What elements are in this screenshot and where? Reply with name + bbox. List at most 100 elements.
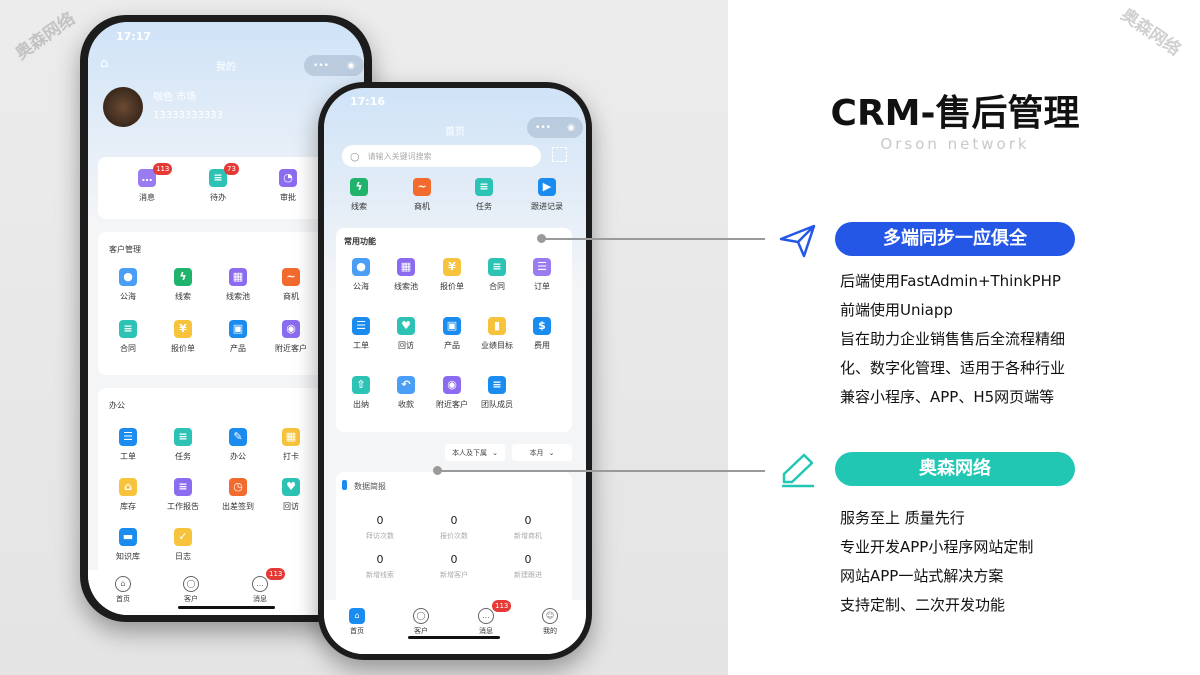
grid-item-0[interactable]: ●公海	[331, 258, 391, 292]
grid-item-5[interactable]: ≡工作报告	[153, 478, 213, 512]
grid-item-8[interactable]: ▬知识库	[98, 528, 158, 562]
grid-item-label: 商机	[414, 202, 430, 211]
scope-dropdown[interactable]: 本人及下属⌄	[445, 444, 505, 461]
grid-item-1[interactable]: ▦线索池	[376, 258, 436, 292]
search-input[interactable]: ○ 请输入关键词搜索	[342, 145, 541, 167]
grid-item-1[interactable]: ~商机	[392, 178, 452, 212]
grid-item-8[interactable]: ▮业绩目标	[467, 317, 527, 351]
grid-item-2[interactable]: ¥报价单	[422, 258, 482, 292]
close-mini-icon[interactable]: ◉	[567, 122, 575, 133]
tab-icon: …	[252, 576, 268, 592]
more-icon[interactable]: •••	[313, 60, 329, 71]
function-icon: ϟ	[350, 178, 368, 196]
grid-item-2[interactable]: ✎办公	[208, 428, 268, 462]
grid-item-label: 公海	[120, 292, 136, 301]
period-dropdown[interactable]: 本月⌄	[512, 444, 572, 461]
grid-item-3[interactable]: ▶ 跟进记录	[517, 178, 577, 212]
grid-item-3[interactable]: ▦打卡	[261, 428, 321, 462]
stat-label: 拜访次数	[366, 532, 394, 540]
grid-item-7[interactable]: ▣产品	[422, 317, 482, 351]
grid-item-6[interactable]: ▣产品	[208, 320, 268, 354]
grid-item-2[interactable]: ▦线索池	[208, 268, 268, 302]
tab-0[interactable]: ⌂首页	[103, 576, 143, 604]
tab-3[interactable]: ☺我的	[530, 608, 570, 636]
capsule-menu[interactable]: ••• ◉	[527, 117, 583, 138]
grid-item-13[interactable]: ≡团队成员	[467, 376, 527, 410]
tab-label: 我的	[543, 627, 557, 635]
grid-item-label: 公海	[353, 282, 369, 291]
watermark: 奥森网络	[1116, 4, 1185, 61]
grid-item-label: 报价单	[171, 344, 195, 353]
badge-count: 113	[492, 600, 512, 612]
grid-item-label: 出纳	[353, 400, 369, 409]
grid-item-5[interactable]: ¥报价单	[153, 320, 213, 354]
grid-item-9[interactable]: $费用	[512, 317, 572, 351]
grid-item-5[interactable]: ☰工单	[331, 317, 391, 351]
grid-item-3[interactable]: ≡合同	[467, 258, 527, 292]
function-icon: ~	[282, 268, 300, 286]
search-icon: ○	[350, 149, 360, 163]
stat-value: 0	[376, 514, 384, 527]
tab-0[interactable]: ⌂首页	[337, 608, 377, 636]
grid-item-2[interactable]: ◔审批	[258, 169, 318, 203]
home-icon[interactable]: ⌂	[100, 56, 109, 71]
grid-item-label: 业绩目标	[481, 341, 513, 350]
stat-item[interactable]: 0 拜访次数	[345, 514, 415, 541]
capsule-menu[interactable]: ••• ◉	[304, 55, 364, 76]
grid-item-label: 打卡	[283, 452, 299, 461]
function-icon: ↶	[397, 376, 415, 394]
grid-item-label: 跟进记录	[531, 202, 563, 211]
grid-item-11[interactable]: ↶收款	[376, 376, 436, 410]
tab-label: 客户	[414, 627, 428, 635]
grid-item-12[interactable]: ◉附近客户	[422, 376, 482, 410]
grid-item-6[interactable]: ♥回访	[376, 317, 436, 351]
stat-label: 新建跟进	[514, 571, 542, 579]
feature-line: 后端使用FastAdmin+ThinkPHP	[840, 272, 1061, 290]
function-icon: ▶	[538, 178, 556, 196]
tab-1[interactable]: ◯客户	[171, 576, 211, 604]
grid-item-6[interactable]: ◷出差签到	[208, 478, 268, 512]
tab-1[interactable]: ◯客户	[401, 608, 441, 636]
stat-label: 新增客户	[440, 571, 468, 579]
more-icon[interactable]: •••	[535, 122, 551, 133]
grid-item-4[interactable]: ≡合同	[98, 320, 158, 354]
grid-item-2[interactable]: ≡任务	[454, 178, 514, 212]
grid-item-0[interactable]: ● 公海	[98, 268, 158, 302]
grid-item-1[interactable]: ≡任务	[153, 428, 213, 462]
function-icon: $	[533, 317, 551, 335]
function-icon: ◉	[282, 320, 300, 338]
grid-item-7[interactable]: ♥回访	[261, 478, 321, 512]
grid-item-9[interactable]: ✓日志	[153, 528, 213, 562]
grid-item-label: 产品	[230, 344, 246, 353]
grid-item-label: 出差签到	[222, 502, 254, 511]
grid-item-7[interactable]: ◉附近客户	[261, 320, 321, 354]
common-functions-card: 常用功能 ●公海▦线索池¥报价单≡合同☰订单☰工单♥回访▣产品▮业绩目标$费用⇧…	[336, 228, 572, 432]
grid-item-10[interactable]: ⇧ 出纳	[331, 376, 391, 410]
scan-icon[interactable]	[552, 147, 567, 162]
function-icon: ♥	[397, 317, 415, 335]
grid-item-label: 订单	[534, 282, 550, 291]
function-icon: ⇧	[352, 376, 370, 394]
grid-item-4[interactable]: ⌂库存	[98, 478, 158, 512]
avatar[interactable]	[103, 87, 143, 127]
function-icon: ●	[119, 268, 137, 286]
close-mini-icon[interactable]: ◉	[347, 60, 355, 71]
function-icon: ϟ	[174, 268, 192, 286]
grid-item-3[interactable]: ~商机	[261, 268, 321, 302]
dropdown-label: 本人及下属	[452, 448, 488, 457]
grid-item-4[interactable]: ☰订单	[512, 258, 572, 292]
grid-item-0[interactable]: ☰工单	[98, 428, 158, 462]
